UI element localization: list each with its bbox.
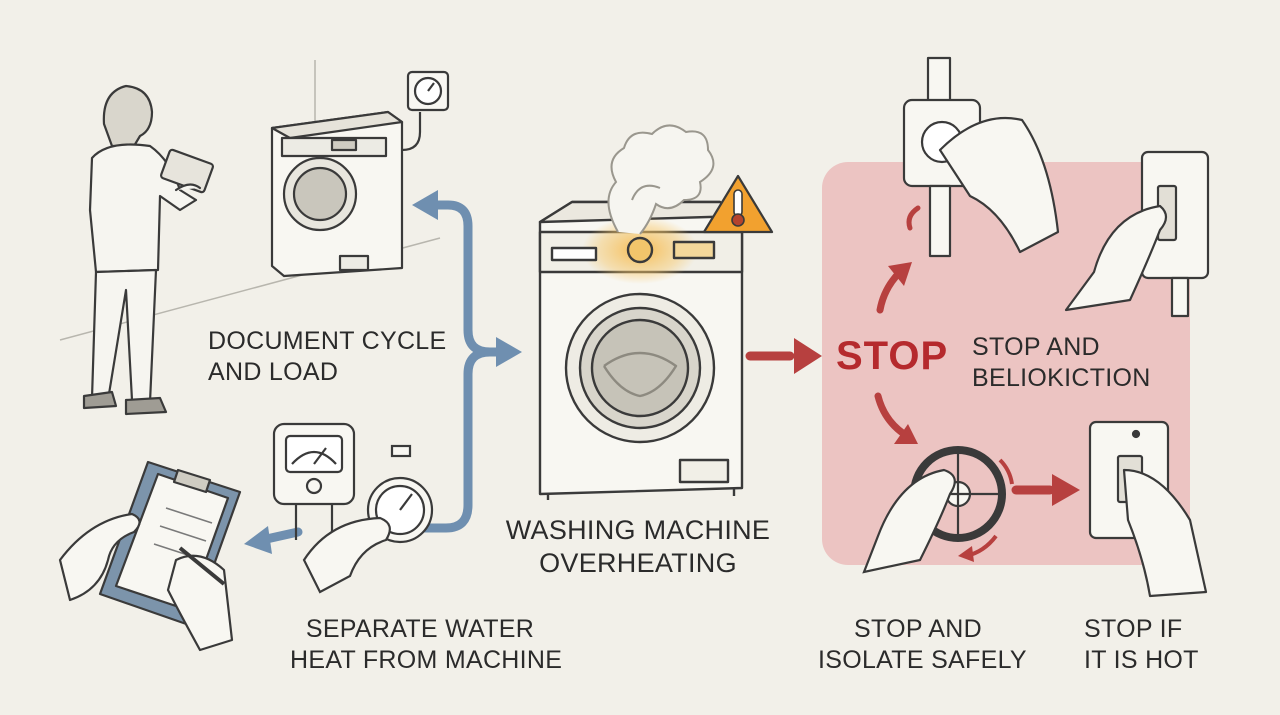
person-with-tablet-icon [82,84,214,416]
hand-left-clipboard-icon [58,512,234,652]
water-heater-gauge-icon [272,422,356,540]
label-stop-beliokiction: STOP AND BELIOKICTION [972,332,1151,394]
label-center-machine: WASHING MACHINE OVERHEATING [500,514,776,580]
washing-machine-icon [270,110,404,278]
overheating-washing-machine-icon [538,200,744,500]
label-stop-if-hot-line2: IT IS HOT [1084,646,1199,674]
label-stop-if-hot-line1: STOP IF [1084,615,1183,643]
valve-wheel-icon [862,446,1014,574]
warning-thermometer-icon [702,174,774,234]
wall-switch-icon [1064,150,1210,318]
stop-heading: STOP [836,334,949,378]
steam-icon [607,124,715,235]
label-stop-beliokiction-line2: BELIOKICTION [972,364,1151,392]
bottom-switch-icon [1088,420,1208,598]
red-flow-arrows [745,205,1080,506]
arrow-head-up [412,190,438,220]
arrow-head-right-center [496,337,522,367]
label-stop-isolate-line1: STOP AND [854,615,982,643]
label-center-machine-line1: WASHING MACHINE [505,515,771,545]
label-center-machine-line2: OVERHEATING [539,548,737,578]
label-document-cycle-line1: DOCUMENT CYCLE [208,327,447,355]
label-stop-beliokiction-line1: STOP AND [972,333,1100,361]
label-stop-if-hot: STOP IF IT IS HOT [1084,614,1199,676]
label-separate-heat-line1: SEPARATE WATER [305,615,535,643]
label-document-cycle-line2: AND LOAD [208,358,339,386]
label-stop-isolate: STOP AND ISOLATE SAFELY [818,614,1027,676]
label-separate-heat-line2: HEAT FROM MACHINE [290,646,563,674]
arrow-head-left [244,526,272,554]
shutoff-valve-icon [902,56,1060,258]
label-document-cycle: DOCUMENT CYCLE AND LOAD [208,326,447,388]
stopwatch-icon [302,444,434,594]
wall-gauge-icon [401,70,450,152]
label-stop-isolate-line2: ISOLATE SAFELY [818,646,1027,674]
label-separate-heat: SEPARATE WATER HEAT FROM MACHINE [290,614,563,676]
